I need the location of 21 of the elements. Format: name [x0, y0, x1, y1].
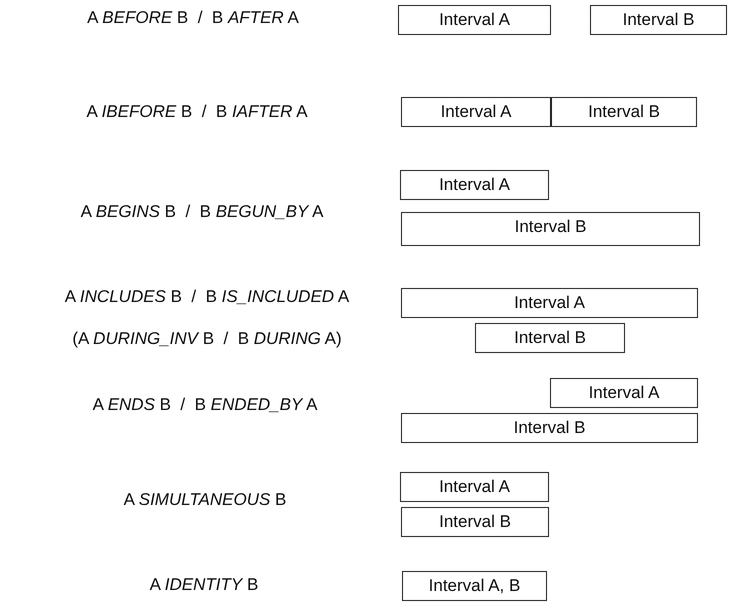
interval-box: Interval A [398, 5, 551, 35]
relation-label: A SIMULTANEOUS B [124, 490, 286, 510]
interval-box: Interval A [550, 378, 698, 408]
relation-label: A IDENTITY B [150, 575, 258, 595]
interval-box: Interval A [401, 97, 551, 127]
relation-label: (A DURING_INV B / B DURING A) [72, 329, 342, 349]
interval-box: Interval A, B [402, 571, 547, 601]
interval-box: Interval A [400, 472, 549, 502]
interval-box: Interval B [401, 212, 700, 246]
interval-box: Interval A [400, 170, 549, 200]
relation-label: A BEGINS B / B BEGUN_BY A [80, 202, 324, 222]
interval-box: Interval B [551, 97, 697, 127]
relation-label: A INCLUDES B / B IS_INCLUDED A [64, 287, 350, 307]
interval-box: Interval B [401, 507, 549, 537]
relation-label: A IBEFORE B / B IAFTER A [86, 102, 308, 122]
relation-label: A BEFORE B / B AFTER A [87, 8, 299, 28]
relation-label: A ENDS B / B ENDED_BY A [92, 395, 318, 415]
interval-box: Interval B [475, 323, 625, 353]
interval-box: Interval B [401, 413, 698, 443]
interval-box: Interval A [401, 288, 698, 318]
interval-box: Interval B [590, 5, 727, 35]
